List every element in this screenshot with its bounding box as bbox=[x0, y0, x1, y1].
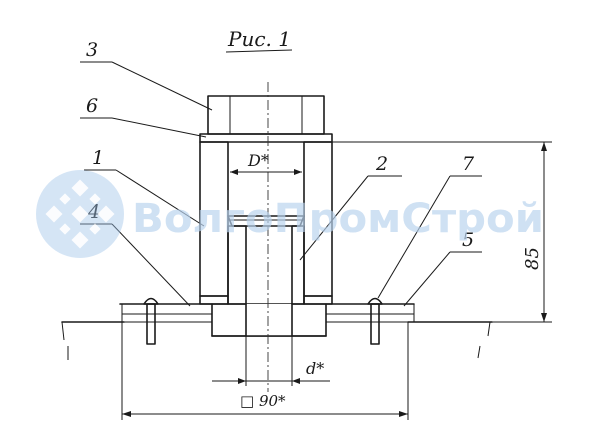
inner-sleeve bbox=[227, 215, 305, 305]
label-part-7: 7 bbox=[377, 153, 482, 299]
watermark-text: ВолгоПромСтрой bbox=[132, 196, 544, 242]
dimension-bore-diameter: d* bbox=[212, 336, 330, 386]
top-cap bbox=[207, 95, 325, 135]
svg-text:7: 7 bbox=[462, 153, 475, 175]
svg-text:D*: D* bbox=[247, 151, 269, 170]
label-part-2: 2 bbox=[299, 153, 402, 261]
svg-text:4: 4 bbox=[87, 201, 100, 223]
watermark-logo-icon bbox=[36, 170, 124, 258]
base-surface bbox=[61, 321, 493, 360]
svg-text:6: 6 bbox=[86, 95, 98, 117]
dimension-inner-diameter: D* bbox=[230, 151, 302, 175]
svg-text:1: 1 bbox=[92, 147, 104, 169]
figure-caption: Рис. 1 bbox=[227, 27, 291, 51]
label-part-6: 6 bbox=[80, 95, 207, 138]
inner-sleeve-flange bbox=[211, 303, 327, 337]
svg-text:85: 85 bbox=[522, 247, 543, 270]
svg-text:□ 90*: □ 90* bbox=[240, 392, 286, 410]
rivet-right bbox=[367, 297, 383, 345]
seal-ring bbox=[199, 133, 333, 143]
svg-text:5: 5 bbox=[462, 229, 474, 251]
svg-text:d*: d* bbox=[306, 359, 324, 378]
caption-underline bbox=[225, 49, 293, 53]
svg-text:2: 2 bbox=[375, 153, 388, 175]
svg-text:3: 3 bbox=[86, 39, 98, 61]
watermark: ВолгоПромСтрой bbox=[36, 170, 544, 258]
dimension-base-size: □ 90* bbox=[121, 322, 409, 420]
label-part-4: 4 bbox=[80, 201, 191, 307]
label-part-3: 3 bbox=[80, 39, 213, 111]
label-part-1: 1 bbox=[84, 147, 205, 227]
rivet-left bbox=[143, 297, 159, 345]
dimension-height: 85 bbox=[332, 141, 552, 323]
label-part-5: 5 bbox=[403, 229, 482, 307]
